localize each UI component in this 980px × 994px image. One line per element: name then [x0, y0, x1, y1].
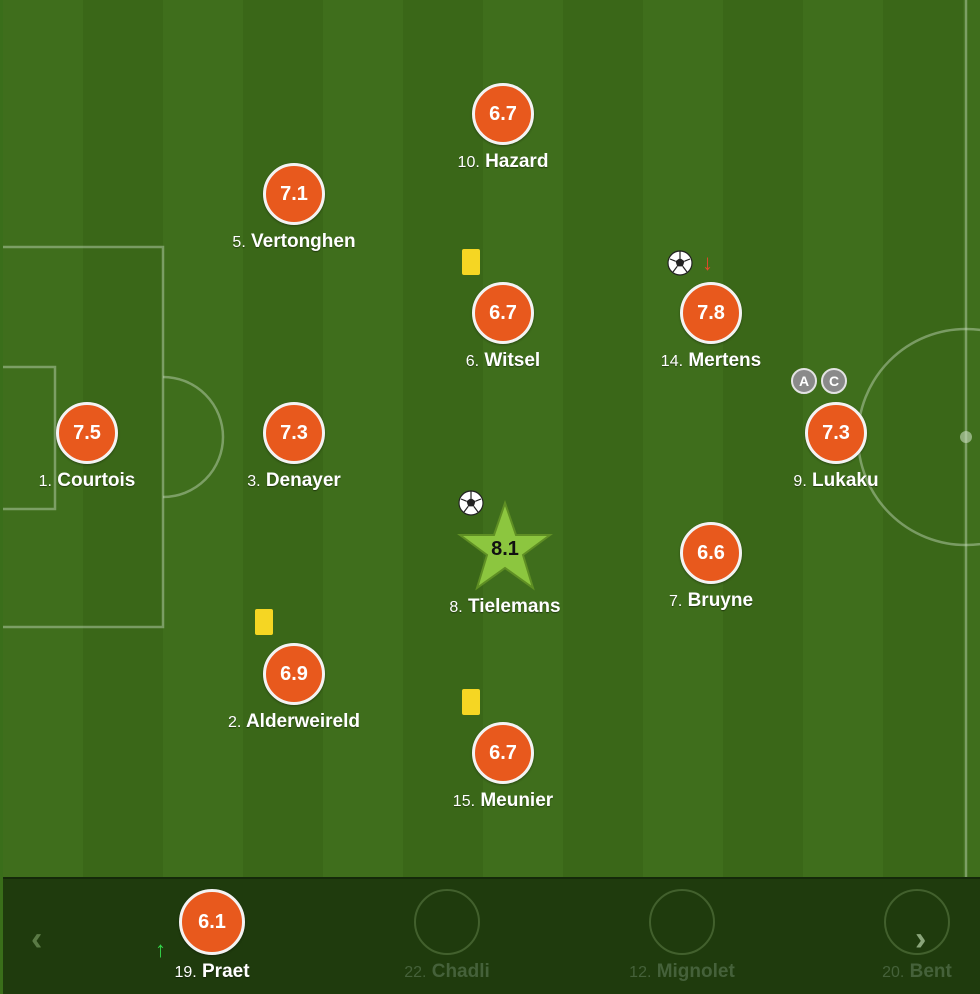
player-mertens[interactable]: 7.8 14. Mertens — [611, 282, 811, 372]
penalty-arc — [162, 375, 225, 499]
player-name: 15. Meunier — [452, 790, 554, 811]
player-courtois[interactable]: 7.5 1. Courtois — [3, 402, 187, 492]
player-hazard[interactable]: 6.7 10. Hazard — [403, 83, 603, 173]
player-name: 6. Witsel — [465, 350, 541, 371]
player-meunier[interactable]: 6.7 15. Meunier — [403, 722, 603, 812]
player-denayer[interactable]: 7.3 3. Denayer — [194, 402, 394, 492]
bench-player-chadli[interactable]: 22. Chadli — [337, 889, 557, 983]
next-arrow-button[interactable]: › — [915, 920, 927, 958]
rating-value: 8.1 — [491, 538, 519, 560]
rating-badge: 7.5 — [56, 402, 118, 464]
substitutes-bench: ‹ 6.1 19. Praet ↑ 22. Chadli 12. Mignole… — [3, 877, 980, 994]
player-name: 9. Lukaku — [793, 470, 879, 491]
bench-player-praet[interactable]: 6.1 19. Praet — [102, 889, 322, 983]
star-icon: 8.1 — [457, 500, 553, 592]
center-spot — [960, 431, 972, 443]
pitch: 7.5 1. Courtois 7.1 5. Vertonghen 7.3 3.… — [3, 0, 980, 877]
player-lukaku[interactable]: 7.3 9. Lukaku — [736, 402, 936, 492]
player-name: 2. Alderweireld — [228, 711, 360, 732]
player-name: 1. Courtois — [38, 470, 136, 491]
yellow-card-icon — [462, 689, 480, 715]
player-name: 10. Hazard — [457, 151, 549, 172]
rating-badge: 6.7 — [472, 282, 534, 344]
rating-badge: 6.9 — [263, 643, 325, 705]
empty-rating-circle — [649, 889, 715, 955]
player-name: 12. Mignolet — [629, 961, 735, 982]
player-name: 3. Denayer — [247, 470, 341, 491]
yellow-card-icon — [255, 609, 273, 635]
player-name: 8. Tielemans — [449, 596, 561, 617]
goal-area — [3, 365, 57, 511]
rating-badge: 6.6 — [680, 522, 742, 584]
player-witsel[interactable]: 6.7 6. Witsel — [403, 282, 603, 372]
soccer-ball-icon — [667, 250, 693, 276]
yellow-card-icon — [462, 249, 480, 275]
bench-player-benteke[interactable]: 20. Bent — [807, 889, 980, 983]
player-bruyne[interactable]: 6.6 7. Bruyne — [611, 522, 811, 612]
player-name: 19. Praet — [174, 961, 250, 982]
rating-badge: 6.7 — [472, 722, 534, 784]
player-name: 7. Bruyne — [668, 590, 754, 611]
rating-badge: 7.8 — [680, 282, 742, 344]
empty-rating-circle — [414, 889, 480, 955]
player-name: 5. Vertonghen — [232, 231, 356, 252]
soccer-ball-icon — [458, 490, 484, 516]
empty-rating-circle — [884, 889, 950, 955]
arrow-down-icon: ↓ — [702, 250, 713, 275]
assist-badge: A — [791, 368, 817, 394]
player-tielemans[interactable]: 8.1 8. Tielemans — [405, 500, 605, 618]
player-name: 14. Mertens — [660, 350, 762, 371]
rating-badge: 7.3 — [805, 402, 867, 464]
rating-badge: 7.3 — [263, 402, 325, 464]
player-name: 20. Bent — [882, 961, 952, 982]
bench-player-mignolet[interactable]: 12. Mignolet — [572, 889, 792, 983]
penalty-area — [3, 245, 165, 629]
player-name: 22. Chadli — [404, 961, 490, 982]
rating-badge: 6.7 — [472, 83, 534, 145]
arrow-up-icon: ↑ — [155, 937, 166, 962]
rating-badge: 6.1 — [179, 889, 245, 955]
player-vertonghen[interactable]: 7.1 5. Vertonghen — [194, 163, 394, 253]
prev-arrow-button[interactable]: ‹ — [31, 920, 43, 958]
captain-badge: C — [821, 368, 847, 394]
player-alderweireld[interactable]: 6.9 2. Alderweireld — [194, 643, 394, 733]
rating-badge: 7.1 — [263, 163, 325, 225]
